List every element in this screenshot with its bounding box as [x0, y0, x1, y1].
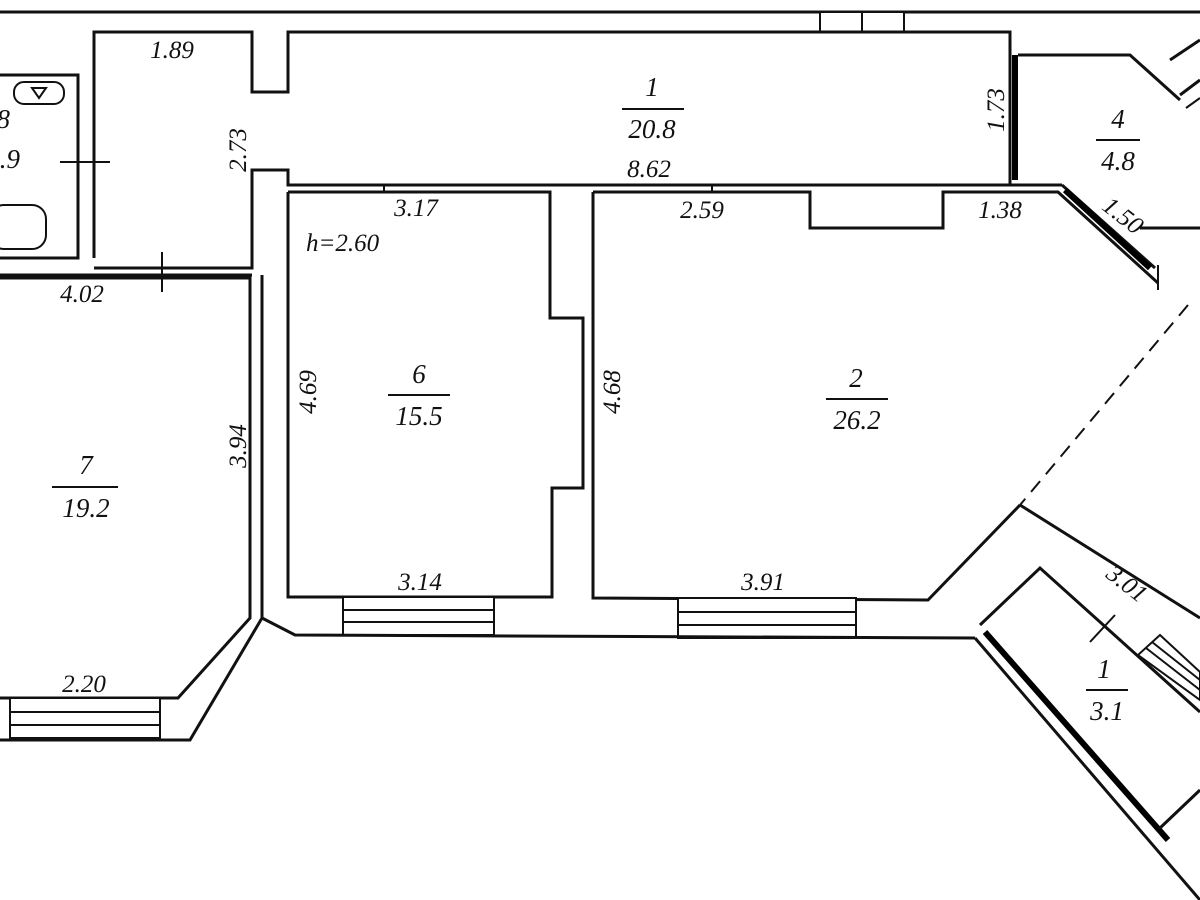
room-6-label: 6 15.5: [388, 359, 450, 431]
dim-8-62: 8.62: [627, 156, 671, 183]
room-8-number: 8: [0, 104, 11, 134]
room-7-number: 7: [79, 450, 94, 480]
sink-drain: [30, 87, 48, 100]
room-6-walls: [286, 185, 585, 636]
window-room-6: [342, 596, 495, 636]
room-2-label: 2 26.2: [826, 363, 888, 435]
dim-3-14: 3.14: [397, 569, 442, 596]
corridor-walls: [92, 30, 1062, 292]
dim-3-94: 3.94: [225, 424, 252, 469]
room-8-area: .9: [0, 144, 21, 174]
ceiling-height-label: h=2.60: [306, 230, 380, 257]
room-7-walls: [0, 275, 264, 742]
dim-2-73: 2.73: [225, 128, 252, 172]
room-8-label: 8 .9: [0, 104, 21, 174]
room-6-number: 6: [412, 359, 426, 389]
dim-1-73: 1.73: [983, 88, 1010, 132]
balcony-number: 1: [1097, 654, 1111, 684]
dim-2-59: 2.59: [680, 197, 724, 224]
room-2-area: 26.2: [833, 405, 880, 435]
exterior-walls: [0, 10, 1200, 277]
dim-4-02: 4.02: [60, 281, 104, 308]
dim-1-38: 1.38: [978, 197, 1022, 224]
balcony: [973, 503, 1200, 900]
room-7-area: 19.2: [62, 493, 109, 523]
room-4-area: 4.8: [1101, 146, 1135, 176]
balcony-window: [1136, 633, 1200, 702]
dim-4-68: 4.68: [599, 370, 626, 414]
dim-3-17: 3.17: [393, 195, 439, 222]
balcony-label: 1 3.1: [1086, 654, 1128, 726]
dim-4-69: 4.69: [295, 370, 322, 414]
room-1-area: 20.8: [628, 114, 676, 144]
room-4-label: 4 4.8: [1096, 104, 1140, 176]
window-room-2: [677, 597, 857, 639]
room-4-walls: [1018, 38, 1200, 230]
window-room-7: [9, 697, 161, 739]
south-exterior-wall: [261, 616, 976, 640]
room-2-number: 2: [849, 363, 863, 393]
dim-3-91: 3.91: [740, 569, 785, 596]
dim-1-89: 1.89: [150, 37, 194, 64]
bathtub-fixture: [0, 204, 47, 250]
room-4-number: 4: [1111, 104, 1125, 134]
room-1-number: 1: [645, 72, 659, 102]
dim-2-20: 2.20: [62, 671, 106, 698]
room-1-label: 1 20.8: [622, 72, 684, 144]
dim-3-01: 3.01: [1100, 559, 1152, 608]
balcony-area: 3.1: [1089, 696, 1124, 726]
room-6-area: 15.5: [395, 401, 442, 431]
room-7-label: 7 19.2: [52, 450, 118, 523]
room-2-walls: [591, 183, 1189, 639]
